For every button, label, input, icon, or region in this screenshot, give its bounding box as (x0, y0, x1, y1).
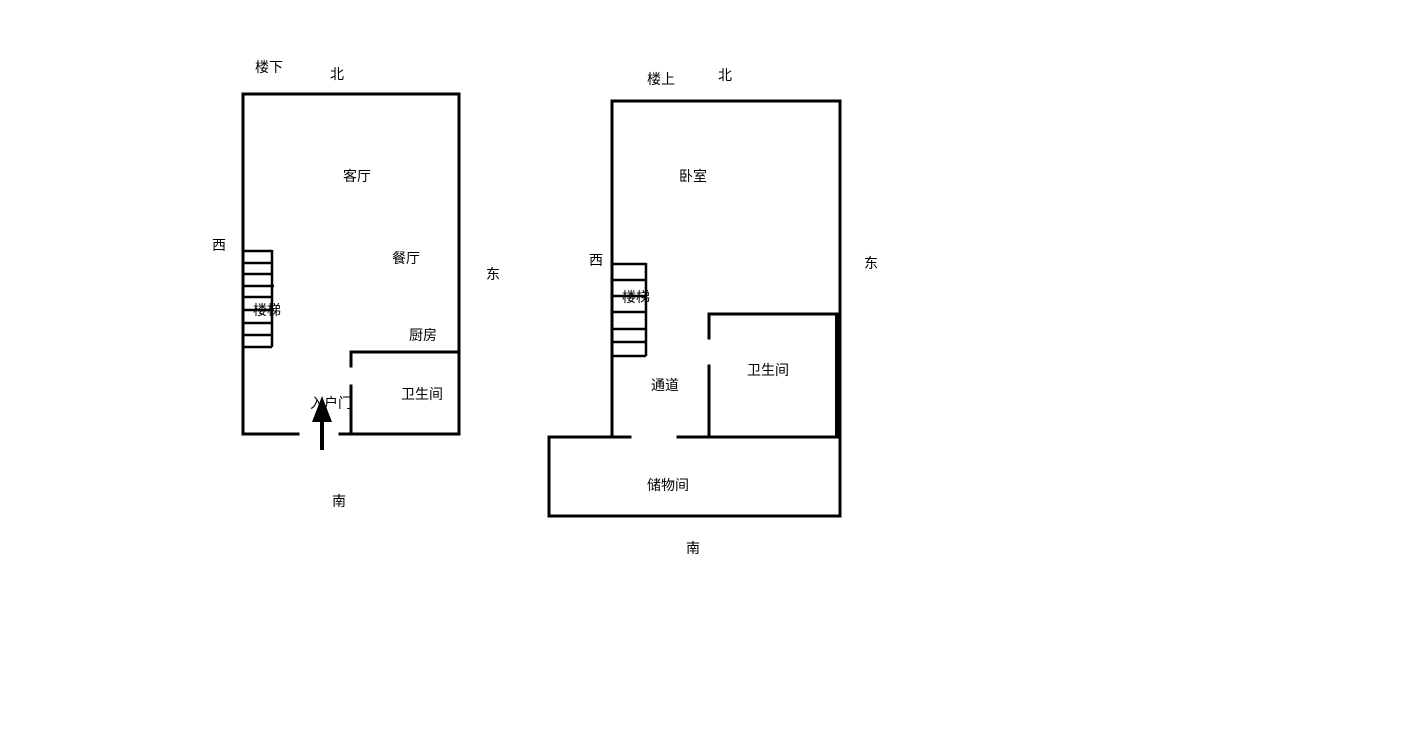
storage-room-walls (547, 435, 842, 518)
entrance-arrow-icon (312, 396, 332, 450)
upstairs-north-label: 北 (718, 68, 732, 84)
downstairs-south-label: 南 (332, 494, 346, 510)
downstairs-stairs-symbol (243, 249, 274, 349)
corridor-label: 通道 (651, 378, 679, 394)
dining-room-label: 餐厅 (392, 251, 420, 267)
upstairs-bathroom-walls (707, 312, 840, 439)
upstairs-plan: 楼上 北 南 西 东 卧室 楼梯 通道 卫生间 储物间 (547, 68, 878, 557)
kitchen-label: 厨房 (409, 328, 437, 344)
upstairs-stairs-label: 楼梯 (622, 290, 650, 306)
upstairs-stairs-symbol (612, 262, 648, 358)
entrance-door-label: 入户门 (310, 395, 352, 412)
downstairs-north-label: 北 (330, 67, 344, 83)
downstairs-bathroom-walls (349, 350, 461, 436)
upstairs-bathroom-label: 卫生间 (747, 363, 789, 379)
downstairs-stairs-label: 楼梯 (253, 303, 281, 319)
downstairs-east-label: 东 (486, 267, 500, 283)
upstairs-outer-walls (547, 99, 842, 518)
downstairs-plan: 楼下 北 南 西 东 客厅 餐厅 厨房 卫生间 楼梯 入户门 (212, 60, 500, 510)
downstairs-floor-label: 楼下 (255, 60, 283, 76)
downstairs-bathroom-label: 卫生间 (401, 387, 443, 403)
living-room-label: 客厅 (343, 168, 371, 185)
upstairs-west-label: 西 (589, 253, 603, 269)
bedroom-label: 卧室 (679, 168, 707, 185)
downstairs-outer-walls (241, 92, 461, 436)
storage-room-label: 储物间 (647, 478, 689, 494)
upstairs-east-label: 东 (864, 256, 878, 272)
downstairs-west-label: 西 (212, 238, 226, 254)
upstairs-floor-label: 楼上 (647, 72, 675, 88)
upstairs-south-label: 南 (686, 541, 700, 557)
